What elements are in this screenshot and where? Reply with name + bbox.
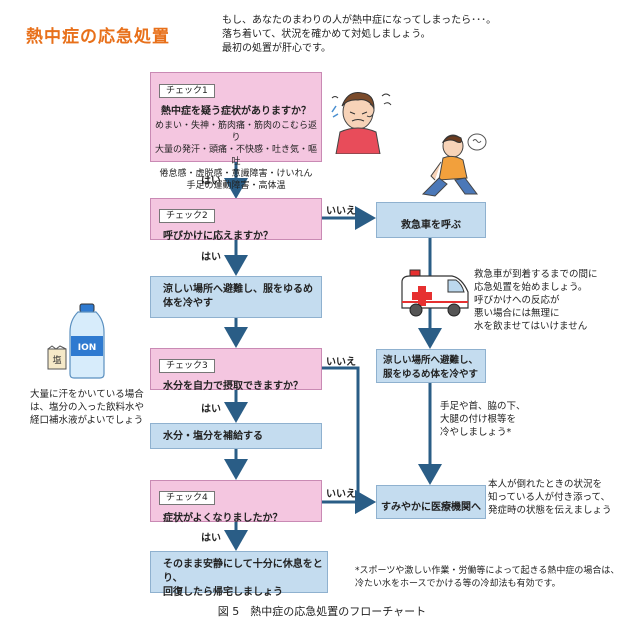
check1-tag: チェック1 bbox=[159, 84, 215, 98]
check4-box: チェック4 症状がよくなりましたか？ bbox=[150, 480, 322, 524]
drink-bottle-illustration: ION bbox=[69, 303, 105, 379]
check1-box: チェック1 熱中症を疑う症状がありますか？ めまい・失神・筋肉痛・筋肉のこむら返… bbox=[150, 72, 322, 191]
note-line: 発症時の状態を伝えましょう bbox=[488, 505, 612, 516]
figure-caption: 図 5 熱中症の応急処置のフローチャート bbox=[217, 605, 427, 618]
cooling-note: 手足や首、脇の下、 大腿の付け根等を 冷やしましょう* bbox=[440, 400, 526, 439]
cool-down-line: 体を冷やす bbox=[163, 298, 213, 309]
intro-text: もし、あなたのまわりの人が熱中症になってしまったら･･･。 落ち着いて、状況を確… bbox=[222, 14, 542, 56]
ambulance-illustration bbox=[401, 269, 469, 317]
note-line: 本人が倒れたときの状況を bbox=[488, 479, 603, 490]
hydrate-box: 水分・塩分を補給する bbox=[150, 423, 322, 449]
arrow-check3-to-hospital bbox=[322, 366, 376, 514]
check3-question: 水分を自力で摂取できますか？ bbox=[163, 381, 303, 392]
intro-line: 落ち着いて、状況を確かめて対処しましょう。 bbox=[222, 29, 431, 40]
salt-packet-illustration: 塩 bbox=[47, 345, 67, 370]
note-line: 冷やしましょう* bbox=[440, 427, 512, 438]
bottle-label: ION bbox=[78, 343, 97, 353]
sitting-person-illustration bbox=[421, 133, 487, 197]
cool-down2-line: 涼しい場所へ避難し、 bbox=[383, 355, 479, 366]
note-line: 悪い場合には無理に bbox=[474, 308, 560, 319]
sweat-note: 大量に汗をかいている場合 は、塩分の入った飲料水や 経口補水液がよいでしょう bbox=[30, 388, 144, 427]
cool-down-box: 涼しい場所へ避難し、服をゆるめ 体を冷やす bbox=[150, 276, 322, 318]
note-line: 手足や首、脇の下、 bbox=[440, 401, 526, 412]
no-label: いいえ bbox=[326, 489, 356, 500]
salt-label: 塩 bbox=[52, 354, 61, 366]
hospital-box: すみやかに医療機関へ bbox=[376, 485, 486, 519]
note-line: 知っている人が付き添って、 bbox=[488, 492, 611, 503]
ambulance-note: 救急車が到着するまでの間に 応急処置を始めましょう。 呼びかけへの反応が 悪い場… bbox=[474, 268, 598, 333]
note-line: 大腿の付け根等を bbox=[440, 414, 517, 425]
intro-line: 最初の処置が肝心です。 bbox=[222, 43, 331, 54]
rest-line: そのまま安静にして十分に休息をとり、 bbox=[163, 559, 323, 584]
note-line: 救急車が到着するまでの間に bbox=[474, 269, 598, 280]
hospital-text: すみやかに医療機関へ bbox=[381, 502, 481, 513]
yes-label: はい bbox=[201, 404, 221, 415]
ambulance-box: 救急車を呼ぶ bbox=[376, 202, 486, 238]
intro-line: もし、あなたのまわりの人が熱中症になってしまったら･･･。 bbox=[222, 15, 497, 26]
note-line: 呼びかけへの反応が bbox=[474, 295, 560, 306]
page-title: 熱中症の応急処置 bbox=[26, 27, 170, 47]
check2-question: 呼びかけに応えますか？ bbox=[163, 231, 273, 242]
yes-label: はい bbox=[201, 252, 221, 263]
check3-box: チェック3 水分を自力で摂取できますか？ bbox=[150, 348, 322, 392]
rest-line: 回復したら帰宅しましょう bbox=[163, 587, 283, 598]
cool-down-line: 涼しい場所へ避難し、服をゆるめ bbox=[163, 284, 313, 295]
check1-question: 熱中症を疑う症状がありますか？ bbox=[161, 106, 311, 117]
symptom-line: 倦怠感・虚脱感・意識障害・けいれん bbox=[159, 169, 313, 179]
check4-question: 症状がよくなりましたか？ bbox=[163, 513, 283, 524]
cool-down-box-2: 涼しい場所へ避難し、 服をゆるめ体を冷やす bbox=[376, 349, 486, 383]
hydrate-text: 水分・塩分を補給する bbox=[163, 431, 263, 442]
note-line: 大量に汗をかいている場合 bbox=[30, 389, 144, 400]
yes-label: はい bbox=[201, 176, 221, 187]
note-line: 経口補水液がよいでしょう bbox=[30, 415, 144, 426]
footnote: *スポーツや激しい作業・労働等によって起きる熱中症の場合は、 冷たい水をホースで… bbox=[355, 565, 619, 591]
no-label: いいえ bbox=[326, 357, 356, 368]
dizzy-person-illustration bbox=[331, 92, 392, 154]
note-line: は、塩分の入った飲料水や bbox=[30, 402, 145, 413]
check2-tag: チェック2 bbox=[159, 209, 215, 223]
ambulance-text: 救急車を呼ぶ bbox=[401, 220, 461, 231]
check3-tag: チェック3 bbox=[159, 359, 215, 373]
symptom-line: 大量の発汗・頭痛・不快感・吐き気・嘔吐 bbox=[154, 145, 317, 167]
footnote-line: *スポーツや激しい作業・労働等によって起きる熱中症の場合は、 bbox=[355, 566, 620, 576]
hospital-note: 本人が倒れたときの状況を 知っている人が付き添って、 発症時の状態を伝えましょう bbox=[488, 478, 612, 517]
symptom-line: 手足の運動障害・高体温 bbox=[186, 181, 286, 191]
check4-tag: チェック4 bbox=[159, 491, 215, 505]
symptom-line: めまい・失神・筋肉痛・筋肉のこむら返り bbox=[154, 121, 317, 143]
check2-box: チェック2 呼びかけに応えますか？ bbox=[150, 198, 322, 242]
rest-box: そのまま安静にして十分に休息をとり、 回復したら帰宅しましょう bbox=[150, 551, 328, 598]
note-line: 応急処置を始めましょう。 bbox=[474, 282, 588, 293]
cool-down2-line: 服をゆるめ体を冷やす bbox=[383, 369, 479, 380]
no-label: いいえ bbox=[326, 206, 356, 217]
yes-label: はい bbox=[201, 533, 221, 544]
note-line: 水を飲ませてはいけません bbox=[474, 321, 588, 332]
footnote-line: 冷たい水をホースでかける等の冷却法も有効です。 bbox=[355, 579, 561, 589]
